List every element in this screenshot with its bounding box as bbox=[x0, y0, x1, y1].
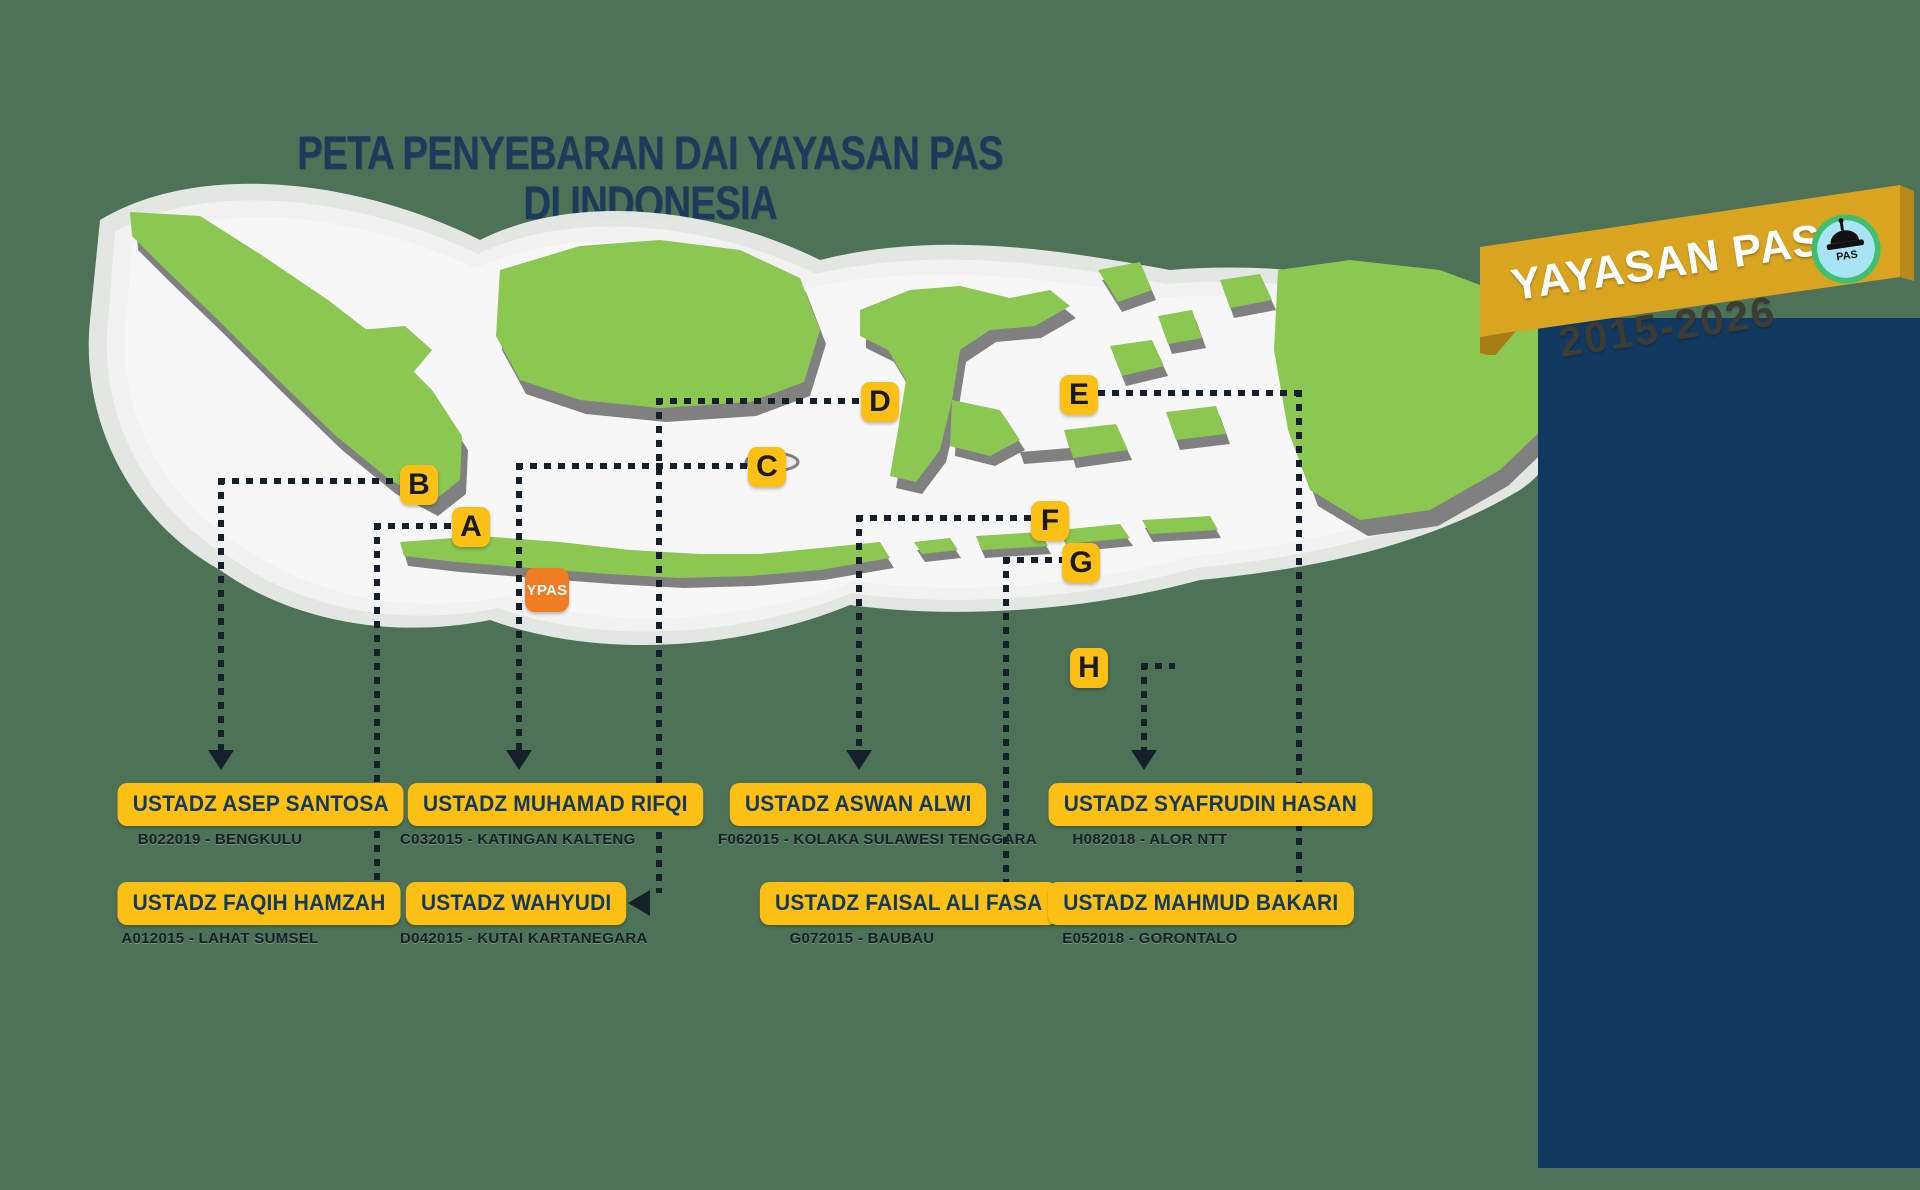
island-sulawesi bbox=[860, 286, 1076, 494]
legend-code-6: G072015 - BAUBAU bbox=[789, 930, 935, 947]
connector-c-horizontal bbox=[516, 463, 754, 469]
connector-a-vertical bbox=[374, 523, 380, 903]
map-marker-a[interactable]: A bbox=[452, 507, 490, 547]
legend-card-2[interactable]: USTADZ FAQIH HAMZAH A012015 - LAHAT SUMS… bbox=[110, 882, 401, 947]
legend-code-4: D042015 - KUTAI KARTANEGARA bbox=[400, 930, 648, 947]
connector-f-arrow bbox=[846, 750, 872, 770]
connector-b-vertical bbox=[218, 478, 224, 754]
map-marker-b[interactable]: B bbox=[400, 465, 438, 505]
legend-name-4: USTADZ WAHYUDI bbox=[405, 882, 627, 925]
map-marker-c[interactable]: C bbox=[748, 447, 786, 487]
connector-f-vertical bbox=[856, 515, 862, 754]
ypas-headquarters-badge[interactable]: YPAS bbox=[525, 568, 569, 612]
connector-e-horizontal bbox=[1098, 390, 1302, 396]
map-marker-e[interactable]: E bbox=[1060, 375, 1098, 415]
legend-name-2: USTADZ FAQIH HAMZAH bbox=[117, 882, 401, 925]
legend-name-6: USTADZ FAISAL ALI FASA bbox=[759, 882, 1058, 925]
indonesia-map bbox=[60, 150, 1590, 750]
connector-b-horizontal bbox=[218, 478, 402, 484]
connector-h-horizontal bbox=[1141, 663, 1175, 669]
yayasan-pas-banner: YAYASAN PAS 2015-2026 PAS bbox=[1480, 185, 1920, 366]
legend-card-8[interactable]: USTADZ MAHMUD BAKARI E052018 - GORONTALO bbox=[1040, 882, 1354, 947]
legend-name-3: USTADZ MUHAMAD RIFQI bbox=[407, 783, 703, 826]
map-marker-d[interactable]: D bbox=[861, 382, 899, 422]
connector-b-arrow bbox=[208, 750, 234, 770]
islands-maluku bbox=[1064, 262, 1276, 468]
banner-ribbon-shape bbox=[1480, 185, 1914, 357]
legend-card-1[interactable]: USTADZ ASEP SANTOSA B022019 - BENGKULU bbox=[110, 783, 404, 848]
island-sumatra bbox=[130, 212, 468, 516]
connector-f-horizontal bbox=[856, 515, 1038, 521]
legend-card-7[interactable]: USTADZ SYAFRUDIN HASAN H082018 - ALOR NT… bbox=[1040, 783, 1373, 848]
connector-d-vertical bbox=[656, 398, 662, 893]
pas-logo-icon: PAS bbox=[1811, 214, 1881, 284]
legend-code-2: A012015 - LAHAT SUMSEL bbox=[121, 930, 319, 947]
navy-side-panel bbox=[1538, 318, 1920, 1168]
legend-card-3[interactable]: USTADZ MUHAMAD RIFQI C032015 - KATINGAN … bbox=[400, 783, 703, 848]
legend-name-5: USTADZ ASWAN ALWI bbox=[729, 783, 987, 826]
connector-g-horizontal bbox=[1003, 557, 1065, 563]
connector-h-arrow bbox=[1131, 750, 1157, 770]
legend-code-7: H082018 - ALOR NTT bbox=[1072, 831, 1228, 848]
connector-h-vertical bbox=[1141, 663, 1147, 754]
legend-name-1: USTADZ ASEP SANTOSA bbox=[117, 783, 404, 826]
legend-name-7: USTADZ SYAFRUDIN HASAN bbox=[1048, 783, 1373, 826]
connector-c-vertical bbox=[516, 463, 522, 754]
legend-code-3: C032015 - KATINGAN KALTENG bbox=[400, 831, 636, 848]
legend-card-6[interactable]: USTADZ FAISAL ALI FASA G072015 - BAUBAU bbox=[752, 882, 1058, 947]
legend-code-1: B022019 - BENGKULU bbox=[137, 831, 303, 848]
island-java bbox=[400, 536, 894, 588]
connector-c-arrow bbox=[506, 750, 532, 770]
connector-e-vertical bbox=[1296, 390, 1302, 893]
connector-d-horizontal bbox=[656, 398, 868, 404]
map-marker-g[interactable]: G bbox=[1062, 543, 1100, 583]
connector-d-arrow bbox=[628, 890, 650, 916]
legend-code-5: F062015 - KOLAKA SULAWESI TENGGARA bbox=[718, 831, 1037, 848]
connector-g-vertical bbox=[1003, 557, 1009, 893]
legend-card-4[interactable]: USTADZ WAHYUDI D042015 - KUTAI KARTANEGA… bbox=[400, 882, 648, 947]
map-marker-f[interactable]: F bbox=[1031, 501, 1069, 541]
islands-nusa-tenggara bbox=[914, 516, 1221, 562]
connector-a-horizontal bbox=[374, 523, 454, 529]
svg-text:PAS: PAS bbox=[1836, 248, 1859, 263]
legend-name-8: USTADZ MAHMUD BAKARI bbox=[1048, 882, 1354, 925]
island-kalimantan bbox=[496, 240, 826, 422]
legend-code-8: E052018 - GORONTALO bbox=[1062, 930, 1238, 947]
legend-card-5[interactable]: USTADZ ASWAN ALWI F062015 - KOLAKA SULAW… bbox=[718, 783, 1037, 848]
map-marker-h[interactable]: H bbox=[1070, 648, 1108, 688]
